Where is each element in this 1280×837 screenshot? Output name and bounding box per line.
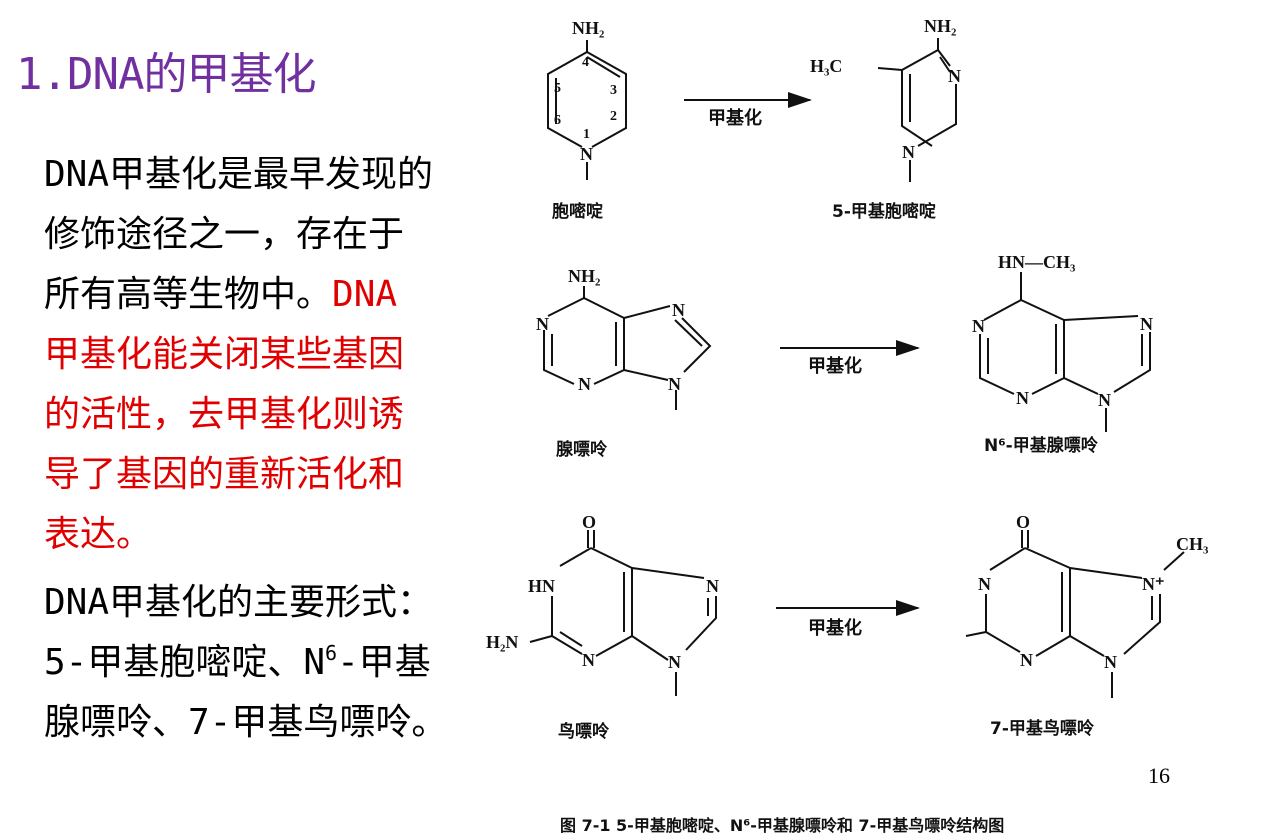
methylguanine-n3: N: [1020, 650, 1033, 670]
methylguanine-structure: [965, 530, 1185, 698]
methyladenine-n9: N: [1098, 390, 1111, 410]
para1-line-2: 修饰途径之一，存在于: [44, 214, 405, 255]
paragraph-methylation-forms: DNA甲基化的主要形式： 5-甲基胞嘧啶、N6-甲基 腺嘌呤、7-甲基鸟嘌呤。: [44, 573, 514, 753]
para2-line-2-b: -甲基: [337, 642, 431, 683]
guanine-hn-label: HN: [528, 576, 555, 596]
methyladenine-n7: N: [1140, 314, 1153, 334]
methylcytosine-name: 5-甲基胞嘧啶: [832, 201, 936, 222]
body-text: DNA甲基化是最早发现的 修饰途径之一，存在于 所有高等生物中。DNA 甲基化能…: [44, 145, 514, 753]
methylguanine-o-label: O: [1016, 512, 1030, 532]
para1-line-3-black: 所有高等生物中。: [44, 274, 333, 315]
methyladenine-n3: N: [1016, 388, 1029, 408]
methylcytosine-n3: N: [948, 66, 961, 86]
guanine-name: 鸟嘌呤: [558, 721, 610, 742]
adenine-nh2-label: NH₂: [568, 266, 600, 286]
ring-number-2: 2: [610, 109, 617, 124]
adenine-structure: [543, 286, 712, 410]
ring-number-1: 1: [583, 127, 590, 142]
para1-line-3: 所有高等生物中。DNA: [44, 265, 514, 325]
methylation-structures-figure: NH₂ 4 5 3 6 2 1 N 胞嘧啶 甲基化 NH₂ H₃C N N 5-…: [470, 0, 1280, 837]
arrow-label-row2: 甲基化: [808, 355, 862, 376]
ring-number-6: 6: [554, 113, 561, 128]
para1-red-line-2: 的活性，去甲基化则诱: [44, 394, 405, 435]
methylcytosine-h3c-label: H₃C: [810, 56, 842, 76]
ring-number-4: 4: [582, 55, 589, 70]
adenine-n9: N: [668, 374, 681, 394]
methylcytosine-structure: [877, 38, 957, 182]
ring-number-5: 5: [554, 81, 561, 96]
adenine-name: 腺嘌呤: [556, 439, 608, 460]
para1-red-line-3: 导了基因的重新活化和: [44, 454, 405, 495]
adenine-n7: N: [672, 300, 685, 320]
para2-line-1: DNA甲基化的主要形式：: [44, 582, 434, 623]
structures-svg: NH₂ 4 5 3 6 2 1 N 胞嘧啶 甲基化 NH₂ H₃C N N 5-…: [486, 16, 1209, 835]
cytosine-n1: N: [580, 144, 593, 164]
guanine-n7: N: [706, 576, 719, 596]
methyladenine-n1: N: [972, 316, 985, 336]
para1-line-1: DNA甲基化是最早发现的: [44, 154, 434, 195]
guanine-n3: N: [582, 650, 595, 670]
para1-red-line-1: 甲基化能关闭某些基因: [44, 334, 405, 375]
slide-title: 1.DNA的甲基化: [16, 49, 316, 100]
guanine-structure: [529, 530, 717, 696]
arrow-label-row1: 甲基化: [708, 107, 762, 128]
superscript-6: 6: [325, 641, 338, 665]
figure-caption: 图 7-1 5-甲基胞嘧啶、N⁶-甲基腺嘌呤和 7-甲基鸟嘌呤结构图: [560, 816, 1004, 835]
methyladenine-name: N⁶-甲基腺嘌呤: [984, 435, 1099, 456]
para1-red-line-4: 表达。: [44, 514, 153, 555]
methyladenine-structure: [979, 272, 1151, 432]
adenine-n3: N: [578, 374, 591, 394]
cytosine-name: 胞嘧啶: [552, 201, 603, 222]
paragraph-methylation-intro: DNA甲基化是最早发现的 修饰途径之一，存在于 所有高等生物中。DNA 甲基化能…: [44, 145, 514, 565]
guanine-h2n-label: H₂N: [486, 632, 518, 652]
cytosine-structure: [547, 40, 627, 180]
adenine-n1: N: [536, 314, 549, 334]
methylcytosine-nh2-label: NH₂: [924, 16, 956, 36]
guanine-o-label: O: [582, 512, 596, 532]
para2-line-2: 5-甲基胞嘧啶、N6-甲基: [44, 633, 514, 693]
ring-number-3: 3: [610, 83, 617, 98]
cytosine-nh2-label: NH₂: [572, 18, 604, 38]
methyladenine-hn-ch3-label: HN—CH₃: [998, 252, 1076, 272]
arrow-label-row3: 甲基化: [808, 617, 862, 638]
methylguanine-nplus-label: N⁺: [1142, 574, 1165, 594]
methylguanine-n9: N: [1104, 652, 1117, 672]
para2-line-3: 腺嘌呤、7-甲基鸟嘌呤。: [44, 702, 448, 743]
methylguanine-name: 7-甲基鸟嘌呤: [990, 718, 1095, 739]
page-number: 16: [1148, 763, 1170, 788]
methylguanine-n1: N: [978, 574, 991, 594]
methylguanine-ch3-label: CH₃: [1176, 534, 1209, 554]
para1-line-3-red: DNA: [332, 274, 398, 315]
guanine-n9: N: [668, 652, 681, 672]
methylcytosine-n1: N: [902, 142, 915, 162]
para2-line-2-a: 5-甲基胞嘧啶、N: [44, 642, 326, 683]
